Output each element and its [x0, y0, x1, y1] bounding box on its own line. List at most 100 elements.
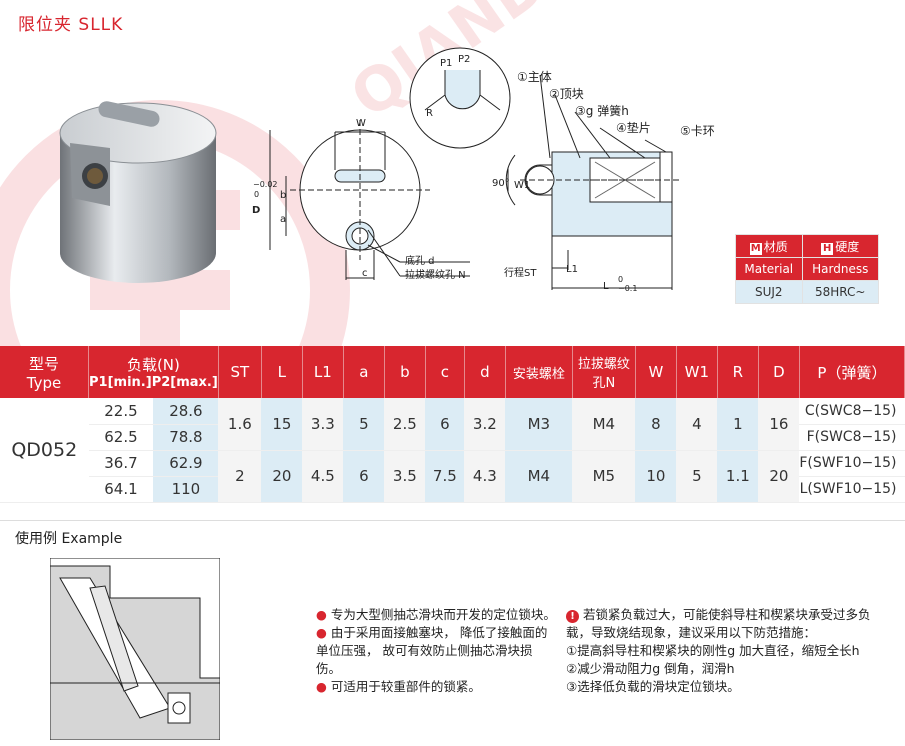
l-cell: 20 [261, 450, 303, 503]
spring-cell: L(SWF10−15) [799, 476, 905, 503]
spring-cell: F(SWF10−15) [799, 450, 905, 477]
w-cell: 8 [635, 398, 677, 451]
bolt-cell: M4 [505, 450, 573, 503]
material-header-en: Material [735, 257, 803, 281]
dim-r: R [426, 108, 433, 119]
material-value: SUJ2 [735, 280, 803, 304]
dim-w: W [356, 118, 366, 129]
dim-d: D [252, 205, 261, 216]
a-cell: 6 [343, 450, 385, 503]
dim-d-tol-top: 0 [254, 190, 260, 199]
p1-cell: 22.5 [88, 398, 154, 425]
note-item: ③选择低负载的滑块定位锁块。 [566, 679, 740, 694]
dim-b: b [280, 190, 287, 201]
header-r: R [717, 346, 759, 398]
dim-l-tol-bot: −0.1 [618, 284, 638, 293]
p1-cell: 36.7 [88, 450, 154, 477]
dim-stroke: 行程ST [504, 268, 537, 279]
d-cell: 3.2 [464, 398, 506, 451]
l1-cell: 4.5 [302, 450, 344, 503]
callout-spring: ③g 弹簧h [575, 104, 629, 118]
header-spring: P（弹簧） [799, 346, 905, 398]
header-b: b [384, 346, 426, 398]
page-title: 限位夹 SLLK [18, 15, 124, 35]
warning-text: ! 若锁紧负载过大，可能使斜导柱和楔紧块承受过多负载，导致烧结现象，建议采用以下… [566, 607, 871, 640]
label-bottom-hole: 底孔 d [405, 256, 435, 267]
p2-cell: 62.9 [153, 450, 219, 477]
callout-washer: ④垫片 [616, 121, 651, 135]
c-cell: 7.5 [425, 450, 465, 503]
note-item: ● 可适用于较重部件的锁紧。 [316, 679, 481, 694]
p1-cell: 64.1 [88, 476, 154, 503]
header-w1: W1 [676, 346, 718, 398]
header-pull: 拉拔螺纹孔N [572, 346, 636, 398]
header-c: c [425, 346, 465, 398]
p2-cell: 28.6 [153, 398, 219, 425]
dim-d-tol-bot: −0.02 [253, 180, 278, 189]
dim-w1: W1 [514, 180, 531, 191]
callout-snap-ring: ⑤卡环 [680, 124, 715, 138]
header-dd: D [758, 346, 800, 398]
dim-l1: L1 [566, 264, 578, 275]
notes-right: ! 若锁紧负载过大，可能使斜导柱和楔紧块承受过多负载，导致烧结现象，建议采用以下… [566, 606, 886, 696]
note-item: ②减少滑动阻力g 倒角，润滑h [566, 661, 735, 676]
r-cell: 1.1 [717, 450, 759, 503]
spring-cell: C(SWC8−15) [799, 398, 905, 425]
label-pull-thread: 拉拔螺纹孔 N [405, 270, 466, 281]
callout-body: ①主体 [517, 70, 552, 84]
product-photo [59, 101, 217, 283]
header-load: 负载(N) P1[min.]P2[max.] [88, 346, 219, 398]
w1-cell: 5 [676, 450, 718, 503]
w-cell: 10 [635, 450, 677, 503]
dd-cell: 20 [758, 450, 800, 503]
w1-cell: 4 [676, 398, 718, 451]
a-cell: 5 [343, 398, 385, 451]
warning-icon: ! [566, 610, 579, 623]
dd-cell: 16 [758, 398, 800, 451]
p2-cell: 78.8 [153, 424, 219, 451]
dim-a: a [280, 214, 287, 225]
dim-c: c [362, 268, 368, 279]
type-cell: QD052 [0, 398, 89, 503]
st-cell: 1.6 [218, 398, 262, 451]
l1-cell: 3.3 [302, 398, 344, 451]
l-cell: 15 [261, 398, 303, 451]
notes-left: ● 专为大型侧抽芯滑块而开发的定位锁块。 ● 由于采用面接触塞块， 降低了接触面… [316, 606, 556, 696]
r-cell: 1 [717, 398, 759, 451]
callout-top-block: ②顶块 [549, 87, 584, 101]
header-a: a [343, 346, 385, 398]
note-item: ● 由于采用面接触塞块， 降低了接触面的单位压强， 故可有效防止侧抽芯滑块损伤。 [316, 625, 548, 676]
spring-cell: F(SWC8−15) [799, 424, 905, 451]
b-cell: 2.5 [384, 398, 426, 451]
technical-drawing [269, 47, 680, 290]
header-w: W [635, 346, 677, 398]
dim-p1: P1 [440, 58, 453, 69]
dim-p2: P2 [458, 54, 471, 65]
dim-l: L [603, 281, 609, 292]
note-item: ● 专为大型侧抽芯滑块而开发的定位锁块。 [316, 607, 556, 622]
header-l1: L1 [302, 346, 344, 398]
dim-l-tol-top: 0 [618, 275, 624, 284]
d-cell: 4.3 [464, 450, 506, 503]
header-st: ST [218, 346, 262, 398]
section-divider [0, 520, 905, 521]
dim-angle: 90° [492, 178, 510, 189]
b-cell: 3.5 [384, 450, 426, 503]
st-cell: 2 [218, 450, 262, 503]
usage-title: 使用例 Example [15, 531, 123, 547]
usage-figure [50, 558, 220, 740]
p2-cell: 110 [153, 476, 219, 503]
hardness-header-en: Hardness [801, 257, 879, 281]
hardness-value: 58HRC~ [801, 280, 879, 304]
header-bolt: 安装螺栓 [505, 346, 573, 398]
c-cell: 6 [425, 398, 465, 451]
bolt-cell: M3 [505, 398, 573, 451]
pull-cell: M5 [572, 450, 636, 503]
pull-cell: M4 [572, 398, 636, 451]
p1-cell: 62.5 [88, 424, 154, 451]
